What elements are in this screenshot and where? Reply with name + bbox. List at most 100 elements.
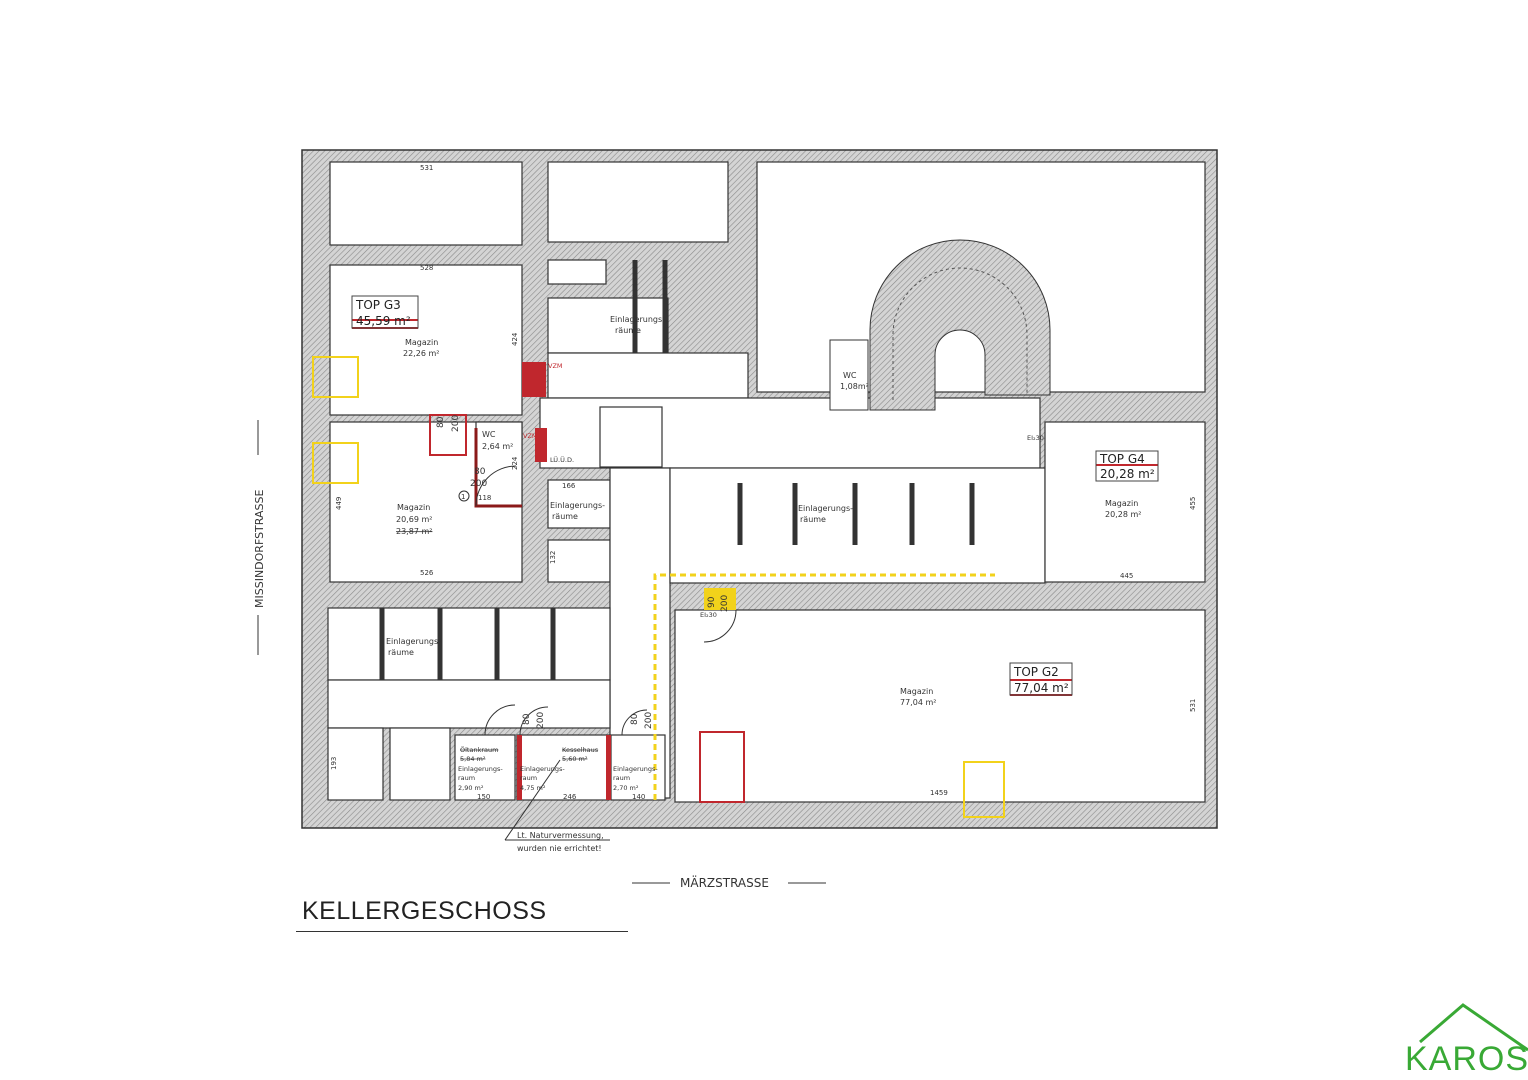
room-label: Magazin	[397, 503, 430, 512]
storage-mid	[547, 479, 611, 529]
dimension: 449	[335, 497, 343, 510]
unit-area-g4: 20,28 m²	[1100, 467, 1155, 481]
luod-label: LÜ.Ü.D.	[550, 455, 574, 464]
ei30-label: EI₂30	[1027, 434, 1044, 442]
note-leader	[504, 759, 561, 841]
vzm-label: VZM	[548, 362, 563, 370]
room-label: Einlagerungs-	[550, 501, 605, 510]
room-g2	[674, 609, 1206, 803]
room-label: raum	[613, 774, 630, 782]
door-swings	[475, 465, 737, 736]
room-bl-2	[389, 727, 451, 801]
room-inner	[599, 406, 663, 468]
room-label: Einlagerungs-	[520, 765, 565, 773]
door-height: 200	[470, 479, 487, 489]
room-label: Öltankraum	[460, 745, 498, 754]
corridor-upper	[547, 352, 749, 399]
room-label: räume	[615, 326, 641, 335]
spiral-staircase	[829, 239, 1051, 411]
dimension-labels: 531 528 526 166 445 1459 118 150 246 140…	[330, 164, 1197, 801]
street-south: MÄRZSTRASSE	[680, 875, 769, 890]
unit-area-g2: 77,04 m²	[1014, 681, 1069, 695]
corridor-bottom-left	[327, 679, 611, 729]
door-height: 200	[451, 415, 461, 432]
room-label: Magazin	[405, 338, 438, 347]
room-top-mid	[547, 161, 729, 243]
dimension: 424	[511, 332, 519, 346]
unit-area-g3: 45,59 m²	[356, 314, 411, 328]
room-label: Einlagerungs-	[798, 504, 853, 513]
street-west: MISSINDORFSTRASSE	[253, 490, 266, 608]
room-label: räume	[800, 515, 826, 524]
room-label: Einlagerungs-	[613, 765, 658, 773]
door-width: 80	[522, 713, 532, 725]
room-area: 5,60 m²	[562, 755, 588, 763]
dimension: 166	[562, 482, 576, 490]
room-label: Magazin	[1105, 499, 1138, 508]
room-label: WC	[843, 371, 857, 380]
marker-number: 1	[461, 493, 465, 501]
unit-box-g2	[1009, 662, 1073, 696]
room-label: raum	[458, 774, 475, 782]
storage-bottom-left	[327, 607, 611, 681]
room-g3-upper	[329, 264, 523, 416]
room-label: räume	[388, 648, 414, 657]
dimension: 531	[1189, 699, 1197, 712]
dimension: 531	[420, 164, 433, 172]
ei30-label: EI₂30	[700, 611, 717, 619]
room-old-area: 23,87 m²	[396, 527, 432, 536]
door-width: 80	[630, 713, 640, 725]
storage-partitions	[379, 260, 975, 680]
door-height: 200	[644, 712, 654, 729]
title-underline	[296, 931, 628, 932]
dimension: 118	[478, 494, 491, 502]
dimension: 1459	[930, 789, 948, 797]
room-label: WC	[482, 430, 496, 439]
dimension: 193	[330, 757, 338, 770]
room-label: Magazin	[900, 687, 933, 696]
room-area: 5,84 m²	[460, 755, 486, 763]
small-room-labels: Öltankraum 5,84 m² Einlagerungs- raum 2,…	[458, 362, 1044, 792]
room-area: 2,90 m²	[458, 784, 484, 792]
storage-mid2	[547, 539, 611, 583]
room-oeltank	[454, 734, 516, 801]
small-room-1	[547, 259, 607, 285]
door-width: 80	[474, 467, 486, 477]
room-area: 22,26 m²	[403, 349, 439, 358]
unit-box-g4	[1095, 450, 1159, 482]
dimension: 224	[511, 456, 519, 470]
room-g4	[1044, 421, 1206, 583]
room-bl-1	[327, 727, 384, 801]
unit-name-g3: TOP G3	[355, 298, 401, 312]
door-width: 80	[436, 416, 446, 428]
room-top-left	[329, 161, 523, 246]
karos-logo	[1419, 1003, 1528, 1052]
dimension: 455	[1189, 497, 1197, 510]
unit-name-g2: TOP G2	[1013, 665, 1059, 679]
dimension: 132	[549, 551, 557, 564]
room-area: 77,04 m²	[900, 698, 936, 707]
dimension: 526	[420, 569, 434, 577]
note-text: wurden nie errichtet!	[517, 844, 602, 853]
room-area: 20,69 m²	[396, 515, 432, 524]
room-area: 4,75 m²	[520, 784, 546, 792]
unit-box-g3	[351, 295, 419, 329]
room-area: 2,64 m²	[482, 442, 513, 451]
logo-text: KAROS	[1405, 1040, 1528, 1078]
room-area: 1,08m²	[840, 382, 869, 391]
unit-name-g4: TOP G4	[1099, 452, 1145, 466]
marker-circle	[458, 490, 470, 502]
room-label: raum	[520, 774, 537, 782]
floor-title: KELLERGESCHOSS	[302, 897, 547, 925]
dimension: 528	[420, 264, 433, 272]
room-label: Einlagerungs-	[610, 315, 665, 324]
room-label: Einlagerungs-	[386, 637, 441, 646]
door-height: 200	[720, 595, 730, 612]
room-label: Einlagerungs-	[458, 765, 503, 773]
room-label: Kesselhaus	[562, 746, 599, 754]
door-height: 200	[536, 712, 546, 729]
storage-upper	[547, 297, 669, 354]
dimension: 445	[1120, 572, 1133, 580]
vzm-label: VZM	[523, 432, 538, 440]
